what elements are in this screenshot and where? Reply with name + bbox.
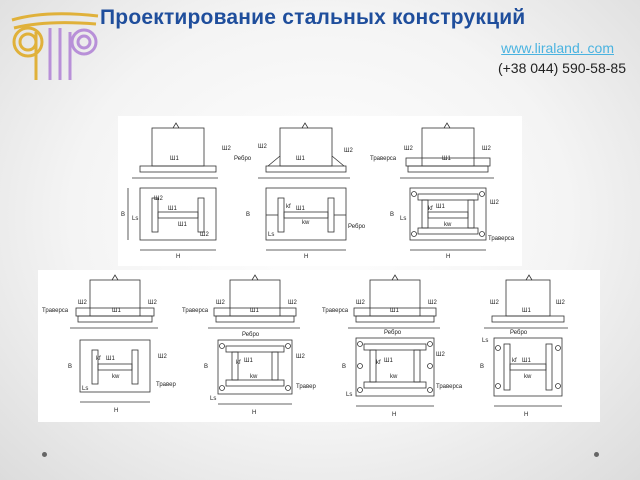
drawing-7-label-sh1b: Ш1 [522, 358, 531, 364]
drawing-2-label-sh1: Ш1 [296, 156, 305, 162]
drawing-4-callout-traverse-b: Травер [156, 382, 176, 388]
drawing-4-label-b: В [68, 364, 72, 370]
drawing-1-label-sh2b: Ш2 [154, 196, 163, 202]
drawing-3-label-sh2c: Ш2 [490, 200, 499, 206]
base-plate-drawing-7 [484, 274, 568, 407]
right-dot-ornament [594, 452, 599, 457]
drawing-4-label-h: Н [114, 408, 118, 414]
base-plate-drawing-6 [348, 274, 440, 407]
drawing-6-label-sh2b: Ш2 [428, 300, 437, 306]
drawing-4-label-sh1: Ш1 [112, 308, 121, 314]
drawing-7-label-b: В [480, 364, 484, 370]
drawing-2-label-sh2b: Ш2 [344, 148, 353, 154]
drawing-4-label-sh2c: Ш2 [158, 354, 167, 360]
drawing-5-callout-traverse: Траверса [182, 308, 209, 314]
drawing-2-label-sh1b: Ш1 [296, 206, 305, 212]
drawing-6-label-b: В [342, 364, 346, 370]
drawing-4-label-sh1b: Ш1 [106, 356, 115, 362]
drawing-3-label-h: Н [446, 254, 450, 260]
drawing-6-callout-traverse: Траверса [322, 308, 349, 314]
drawing-5-label-kw: kw [250, 374, 258, 380]
drawing-3-label-kw: kw [444, 222, 452, 228]
drawing-7-label-sh1: Ш1 [522, 308, 531, 314]
left-dot-ornament [42, 452, 47, 457]
drawing-5-label-sh1b: Ш1 [244, 358, 253, 364]
top-drawings: Ш2 Ш1 Ш2 Ш1 Ш2 Ш1 В Н Ls Ш2 Ш1 Ш2 Ш1 В Н… [121, 122, 515, 260]
drawing-4-label-sh2: Ш2 [78, 300, 87, 306]
drawing-panel-top: Ш2 Ш1 Ш2 Ш1 Ш2 Ш1 В Н Ls Ш2 Ш1 Ш2 Ш1 В Н… [118, 116, 522, 266]
drawing-5-label-sh2: Ш2 [216, 300, 225, 306]
drawing-3-label-sh2b: Ш2 [482, 146, 491, 152]
drawing-2-label-h: Н [304, 254, 308, 260]
drawing-2-label-b: В [246, 212, 250, 218]
drawing-6-callout-traverse-b: Траверса [436, 384, 463, 390]
drawing-5-label-sh2b: Ш2 [288, 300, 297, 306]
drawing-2-callout-rib-b: Ребро [348, 224, 366, 230]
drawing-6-label-sh1b: Ш1 [384, 358, 393, 364]
drawing-7-label-kw: kw [524, 374, 532, 380]
drawing-7-label-sh2: Ш2 [490, 300, 499, 306]
website-link[interactable]: www.liraland. com [501, 40, 614, 56]
drawing-6-label-kw: kw [390, 374, 398, 380]
drawing-1-label-sh1c: Ш1 [178, 222, 187, 228]
drawing-6-callout-rib: Ребро [384, 330, 402, 336]
drawing-7-label-h: Н [524, 412, 528, 418]
drawing-6-label-sh1: Ш1 [390, 308, 399, 314]
drawing-3-label-ls: Ls [400, 216, 406, 222]
drawing-5-label-kf: kf [236, 360, 241, 366]
drawing-1-label-sh2c: Ш2 [200, 232, 209, 238]
drawing-5-callout-rib: Ребро [242, 332, 260, 338]
drawing-panel-bottom: Ш2 Ш1 Ш2 Ш1 Ш2 В Н kf kw Ls Траверса Тра… [38, 270, 600, 422]
drawing-6-label-h: Н [392, 412, 396, 418]
drawing-4-label-sh2b: Ш2 [148, 300, 157, 306]
drawing-6-label-sh2: Ш2 [356, 300, 365, 306]
drawing-7-callout-rib: Ребро [510, 330, 528, 336]
drawing-6-label-kf: kf [376, 360, 381, 366]
drawing-3-label-sh2: Ш2 [404, 146, 413, 152]
base-plate-drawing-2 [258, 122, 350, 251]
logo [6, 2, 102, 82]
drawing-7-label-kf: kf [512, 358, 517, 364]
drawing-3-label-sh1: Ш1 [442, 156, 451, 162]
drawing-1-label-sh1b: Ш1 [168, 206, 177, 212]
ionic-capital-logo-icon [11, 12, 99, 80]
drawing-3-callout-traverse: Траверса [370, 156, 397, 162]
drawing-2-label-sh2: Ш2 [258, 144, 267, 150]
drawing-3-label-b: В [390, 212, 394, 218]
bottom-drawings: Ш2 Ш1 Ш2 Ш1 Ш2 В Н kf kw Ls Траверса Тра… [42, 274, 568, 418]
drawing-7-label-ls: Ls [482, 338, 488, 344]
drawing-1-label-sh1: Ш1 [170, 156, 179, 162]
drawing-5-label-sh1: Ш1 [250, 308, 259, 314]
drawing-1-label-ls: Ls [132, 216, 138, 222]
page-title: Проектирование стальных конструкций [100, 6, 526, 29]
base-plate-drawing-1 [127, 122, 218, 251]
drawing-4-label-kw: kw [112, 374, 120, 380]
drawing-1-label-h: Н [176, 254, 180, 260]
drawing-2-label-kw: kw [302, 220, 310, 226]
drawing-2-label-ls: Ls [268, 232, 274, 238]
base-plate-drawing-5 [208, 274, 300, 405]
base-plate-drawing-4 [70, 274, 158, 403]
drawing-3-callout-traverse-b: Траверса [488, 236, 515, 242]
phone-number: (+38 044) 590-58-85 [497, 60, 626, 76]
drawing-5-label-sh2c: Ш2 [296, 354, 305, 360]
drawing-1-label-b: В [121, 212, 125, 218]
drawing-5-callout-traverse-b: Травер [296, 384, 316, 390]
drawing-5-label-ls: Ls [210, 396, 216, 402]
drawing-2-label-kf: kf [286, 204, 291, 210]
drawing-6-label-sh2c: Ш2 [436, 352, 445, 358]
drawing-4-label-kf: kf [96, 356, 101, 362]
drawing-5-label-b: В [204, 364, 208, 370]
drawing-3-label-kf: kf [428, 206, 433, 212]
drawing-7-label-sh2b: Ш2 [556, 300, 565, 306]
drawing-4-label-ls: Ls [82, 386, 88, 392]
drawing-4-callout-traverse: Траверса [42, 308, 69, 314]
drawing-1-label-sh2: Ш2 [222, 146, 231, 152]
drawing-2-callout-rib: Ребро [234, 156, 252, 162]
drawing-3-label-sh1b: Ш1 [436, 204, 445, 210]
drawing-6-label-ls: Ls [346, 392, 352, 398]
drawing-5-label-h: Н [252, 410, 256, 416]
base-plate-drawing-3 [400, 122, 494, 251]
